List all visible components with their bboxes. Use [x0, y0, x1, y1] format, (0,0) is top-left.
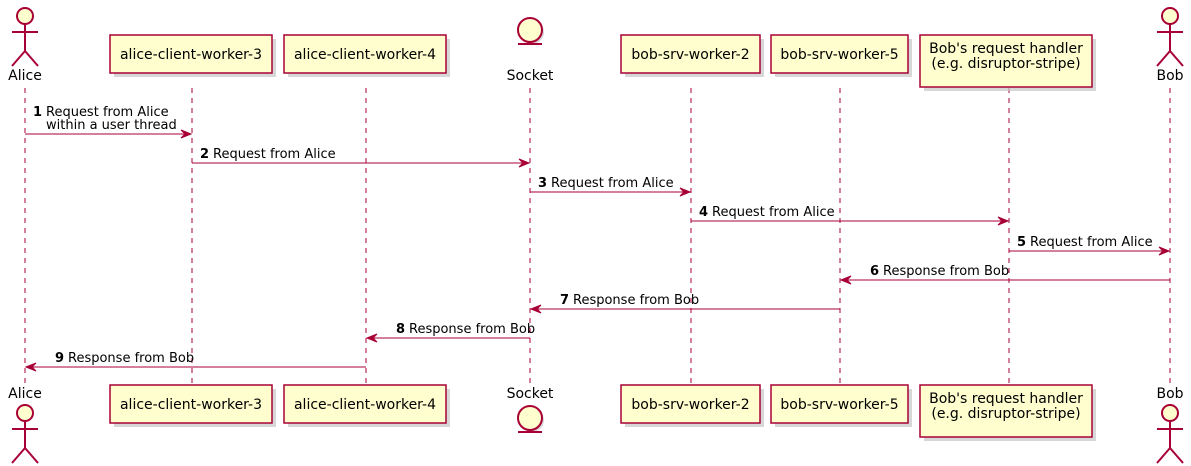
message-4: 4 Request from Alice: [691, 205, 1010, 226]
message-1-number: 1: [33, 105, 42, 120]
message-9: 9 Response from Bob: [24, 351, 366, 372]
message-8-number: 8: [396, 322, 405, 337]
message-1-label-line-2: within a user thread: [46, 118, 177, 133]
bottom-bsw2-box: bob-srv-worker-2: [620, 384, 764, 427]
bottom-handler-box: Bob's request handler(e.g. disruptor-str…: [919, 384, 1096, 441]
message-2: 2 Request from Alice: [192, 147, 531, 168]
message-1-label-line-1: Request from Alice: [46, 105, 169, 120]
top-acw4-box-label: alice-client-worker-4: [294, 47, 436, 63]
message-3: 3 Request from Alice: [530, 176, 692, 197]
bottom-acw3-box: alice-client-worker-3: [109, 384, 276, 427]
message-7-number: 7: [560, 293, 569, 308]
bottom-alice-label: Alice: [8, 386, 42, 402]
bottom-bsw2-box-label: bob-srv-worker-2: [631, 397, 749, 413]
top-bob-actor-icon: [1156, 7, 1184, 67]
message-5: 5 Request from Alice: [1009, 235, 1171, 256]
top-socket-label: Socket: [507, 68, 554, 84]
message-5-label: Request from Alice: [1030, 235, 1153, 250]
top-bsw2-box: bob-srv-worker-2: [620, 34, 764, 77]
message-8: 8 Response from Bob: [365, 322, 535, 343]
top-bsw5-box: bob-srv-worker-5: [770, 34, 912, 77]
bottom-socket-entity-icon: [517, 405, 544, 433]
top-handler-box: Bob's request handler(e.g. disruptor-str…: [919, 34, 1096, 91]
message-7: 7 Response from Bob: [529, 293, 840, 314]
message-5-arrowhead: [1158, 246, 1171, 256]
bottom-bsw5-box: bob-srv-worker-5: [770, 384, 912, 427]
bottom-bsw5-box-label: bob-srv-worker-5: [780, 397, 898, 413]
bottom-bob-actor-icon: [1156, 404, 1184, 464]
bottom-handler-box-label-line-1: Bob's request handler: [929, 391, 1083, 407]
message-3-number: 3: [538, 176, 547, 191]
top-alice-label: Alice: [8, 68, 42, 84]
message-8-arrowhead: [365, 333, 378, 343]
top-socket-entity-icon: [517, 17, 544, 45]
message-6: 6 Response from Bob: [839, 264, 1170, 285]
bottom-handler-box-label-line-2: (e.g. disruptor-stripe): [931, 406, 1080, 422]
lifelines: [24, 88, 1171, 384]
top-acw3-box-label: alice-client-worker-3: [120, 47, 262, 63]
top-acw3-box: alice-client-worker-3: [109, 34, 276, 77]
message-5-number: 5: [1017, 235, 1026, 250]
message-4-number: 4: [699, 205, 708, 220]
message-3-arrowhead: [679, 187, 692, 197]
message-7-arrowhead: [529, 304, 542, 314]
bottom-acw4-box-label: alice-client-worker-4: [294, 397, 436, 413]
top-handler-box-label-line-2: (e.g. disruptor-stripe): [931, 56, 1080, 72]
message-7-label: Response from Bob: [573, 293, 699, 308]
participant-heads-bottom: Alice alice-client-worker-3 alice-client-w…: [8, 384, 1184, 464]
bottom-alice-actor-icon: [11, 404, 39, 464]
message-2-label: Request from Alice: [213, 147, 336, 162]
message-4-arrowhead: [997, 216, 1010, 226]
bottom-bob-label: Bob: [1156, 386, 1183, 402]
top-handler-box-label-line-1: Bob's request handler: [929, 41, 1083, 57]
message-1-arrowhead: [180, 129, 193, 139]
message-8-label: Response from Bob: [409, 322, 535, 337]
bottom-acw4-box: alice-client-worker-4: [283, 384, 450, 427]
top-bsw5-box-label: bob-srv-worker-5: [780, 47, 898, 63]
message-6-arrowhead: [839, 275, 852, 285]
top-bob-label: Bob: [1156, 68, 1183, 84]
message-2-number: 2: [200, 147, 209, 162]
message-9-label: Response from Bob: [68, 351, 194, 366]
participant-heads-top: Alice alice-client-worker-3 alice-client-w…: [8, 7, 1184, 91]
message-9-arrowhead: [24, 362, 37, 372]
message-4-label: Request from Alice: [712, 205, 835, 220]
top-acw4-box: alice-client-worker-4: [283, 34, 450, 77]
message-6-label: Response from Bob: [883, 264, 1009, 279]
bottom-acw3-box-label: alice-client-worker-3: [120, 397, 262, 413]
message-9-number: 9: [55, 351, 64, 366]
top-alice-actor-icon: [11, 7, 39, 67]
bottom-socket-label: Socket: [507, 386, 554, 402]
message-6-number: 6: [870, 264, 879, 279]
message-3-label: Request from Alice: [551, 176, 674, 191]
top-bsw2-box-label: bob-srv-worker-2: [631, 47, 749, 63]
message-2-arrowhead: [518, 158, 531, 168]
